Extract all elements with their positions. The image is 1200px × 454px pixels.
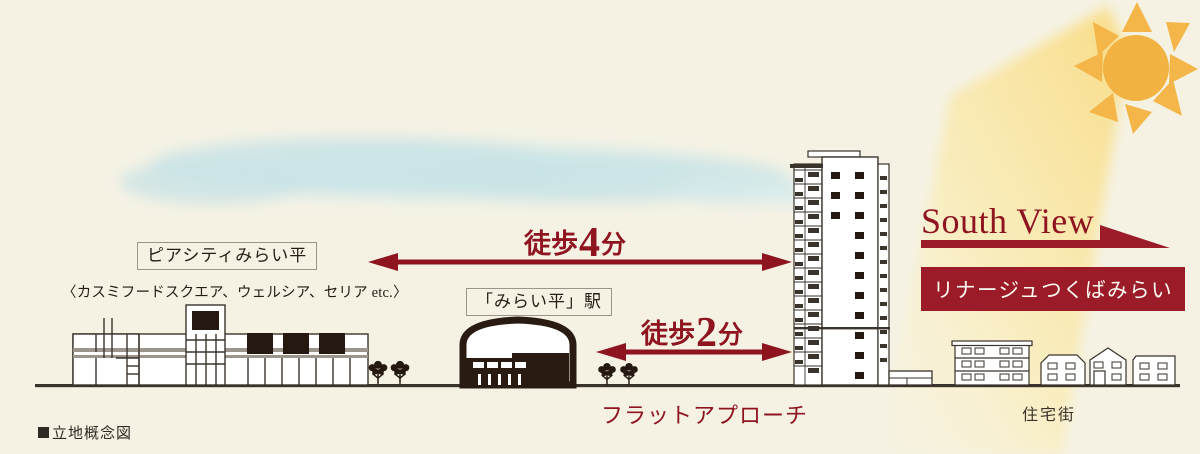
wedge-arrow-icon [921,225,1170,248]
label-station: 「みらい平」駅 [466,288,612,317]
walk-unit: 分 [601,232,627,259]
walk4-arrow-shaft [394,259,764,265]
sun-icon [1074,2,1198,134]
caption-text: 立地概念図 [52,426,133,442]
houses-icon [951,340,1176,386]
arrow-left-icon [596,343,626,361]
cloud-icon [120,137,842,206]
walk-minutes: 4 [579,220,600,266]
tree-icon [598,363,638,385]
property-name-banner: リナージュつくばみらい [921,267,1186,311]
walk-time-2min: 徒歩 2 分 [641,309,744,356]
label-pia-city: ピアシティみらい平 [137,242,318,271]
label-pia-city-tenants: 〈カスミフードスクエア、ウェルシア、セリア etc.〉 [62,285,408,301]
station-building-icon [459,316,577,389]
arrow-right-icon [762,253,792,271]
ground-line [35,384,1180,388]
walk-prefix: 徒歩 [524,229,578,259]
arrow-right-icon [762,343,792,361]
south-view-heading: South View [921,201,1095,241]
walk2-arrow-shaft [622,349,764,355]
square-bullet-icon [38,427,49,438]
tree-icon [368,360,410,384]
shopping-mall-icon [72,304,369,386]
sunbeam-icon [880,6,1128,454]
walk-prefix: 徒歩 [641,319,695,349]
label-flat-approach: フラットアプローチ [601,403,809,428]
arrow-left-icon [368,253,398,271]
walk-time-4min: 徒歩 4 分 [524,219,627,266]
walk-minutes: 2 [696,310,717,356]
tower-building-icon [790,150,933,386]
walk-unit: 分 [718,322,744,349]
diagram-caption: 立地概念図 [38,422,132,443]
label-residential-area: 住宅街 [1022,407,1077,424]
